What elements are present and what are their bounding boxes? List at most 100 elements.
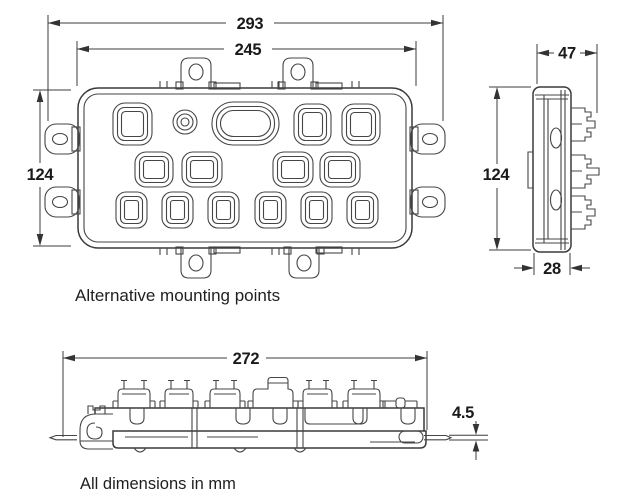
socket-outline: [120, 110, 145, 138]
tab-hole: [421, 132, 439, 146]
socket-outline: [115, 191, 148, 229]
dim-length: 272: [62, 350, 428, 437]
socket-outline: [345, 107, 377, 142]
dim-depth: 47: [536, 44, 598, 113]
tab-bracket: [409, 126, 419, 152]
mounting-tab-right-upper: [410, 123, 446, 155]
relay-sockets: [112, 101, 381, 229]
profile-pocket: [235, 408, 251, 425]
round-socket: [172, 109, 198, 135]
socket-outline: [262, 199, 279, 221]
arrowhead-top: [36, 90, 44, 102]
tab-bracket: [409, 189, 419, 215]
dim-overall-width: 293: [47, 15, 444, 121]
side-view: 47 124 28: [483, 44, 600, 278]
dim-label-height-right: 124: [483, 166, 511, 184]
dim-height-left: 124: [27, 89, 71, 247]
tab-bracket: [71, 189, 81, 215]
profile-body: [48, 397, 453, 453]
extension-lines: [62, 351, 428, 437]
mounting-lug-top-1: [180, 57, 212, 88]
arrowhead-left: [522, 264, 534, 272]
profile-lower-band: [112, 430, 427, 449]
socket-outline: [134, 151, 174, 188]
arrowhead-right: [431, 19, 443, 27]
round-socket-mid: [176, 113, 194, 131]
lug-ear: [310, 81, 319, 90]
profile-right-ledge: [382, 400, 418, 408]
relay-tower: [342, 379, 386, 408]
socket-outline: [138, 155, 170, 184]
profile-wide-recess: [304, 408, 364, 425]
round-socket-inner: [180, 117, 190, 127]
top-edge-slots: [159, 81, 360, 88]
mounting-tab-right-lower: [410, 186, 446, 218]
side-clip-lower: [571, 195, 596, 230]
dim-label-inner-width: 245: [235, 41, 262, 59]
extension-lines: [47, 15, 444, 121]
lug-ear: [208, 81, 217, 90]
caption-alternative-mounting: Alternative mounting points: [75, 286, 280, 305]
socket-outline: [297, 107, 328, 142]
socket-outline: [354, 199, 371, 221]
extension-lines: [536, 44, 598, 113]
socket-outline: [207, 191, 240, 229]
tab-hole: [421, 195, 439, 209]
profile-right-bump: [395, 397, 406, 409]
relay-tower: [112, 379, 156, 408]
lug-hole: [296, 254, 312, 272]
socket-outline: [169, 199, 186, 221]
socket-outline: [272, 151, 314, 188]
side-body-step: [527, 151, 533, 189]
tab-bracket: [71, 126, 81, 152]
profile-inner-lines: [125, 436, 415, 443]
dim-label-length: 272: [233, 350, 260, 368]
arrowhead-left: [48, 19, 60, 27]
plan-body: [77, 81, 413, 255]
bottom-view: 272: [48, 350, 488, 493]
arrowhead-right: [415, 354, 427, 362]
round-socket-outer: [172, 109, 198, 135]
socket-outline: [215, 105, 276, 142]
socket-outline: [308, 199, 325, 221]
socket-outline: [219, 109, 272, 138]
socket-outline: [211, 195, 236, 225]
socket-outline: [341, 103, 381, 146]
side-clip-middle: [571, 154, 600, 189]
relay-towers: [112, 379, 386, 408]
lug-ear: [316, 246, 325, 255]
top-view: 293 245 124: [27, 15, 446, 305]
socket-outline: [112, 102, 153, 146]
side-body-outline: [532, 86, 572, 253]
lug-ear: [208, 246, 217, 255]
socket-outline: [346, 191, 379, 229]
side-body-bump: [549, 189, 563, 211]
mounting-lug-top-2: [282, 57, 314, 88]
side-body-layer-lines: [543, 90, 566, 250]
socket-outline: [304, 195, 329, 225]
dim-base-depth: 28: [514, 253, 590, 278]
profile-bottom-notches: [133, 447, 307, 453]
arrowhead-bottom: [493, 238, 501, 250]
arrowhead-top: [493, 87, 501, 99]
lug-ear: [175, 81, 184, 90]
arrowhead-left: [537, 49, 549, 57]
arrowhead-right: [570, 264, 582, 272]
lug-ear: [283, 246, 292, 255]
lug-ear: [175, 246, 184, 255]
extension-lines: [33, 89, 71, 247]
tab-hole: [51, 132, 69, 146]
extension-lines: [449, 434, 488, 441]
arrowhead-right: [404, 45, 416, 53]
socket-outline: [350, 195, 375, 225]
arrowhead-right: [585, 49, 597, 57]
socket-outline: [123, 199, 140, 221]
profile-division-walls: [191, 408, 304, 448]
tab-hole: [51, 195, 69, 209]
arrowhead-left: [63, 354, 75, 362]
side-mounting-tabs: [44, 123, 446, 218]
socket-outline: [300, 191, 333, 229]
mounting-tab-left-lower: [44, 186, 80, 218]
bottom-edge-bracket: [315, 246, 343, 254]
lug-hole: [188, 254, 204, 272]
